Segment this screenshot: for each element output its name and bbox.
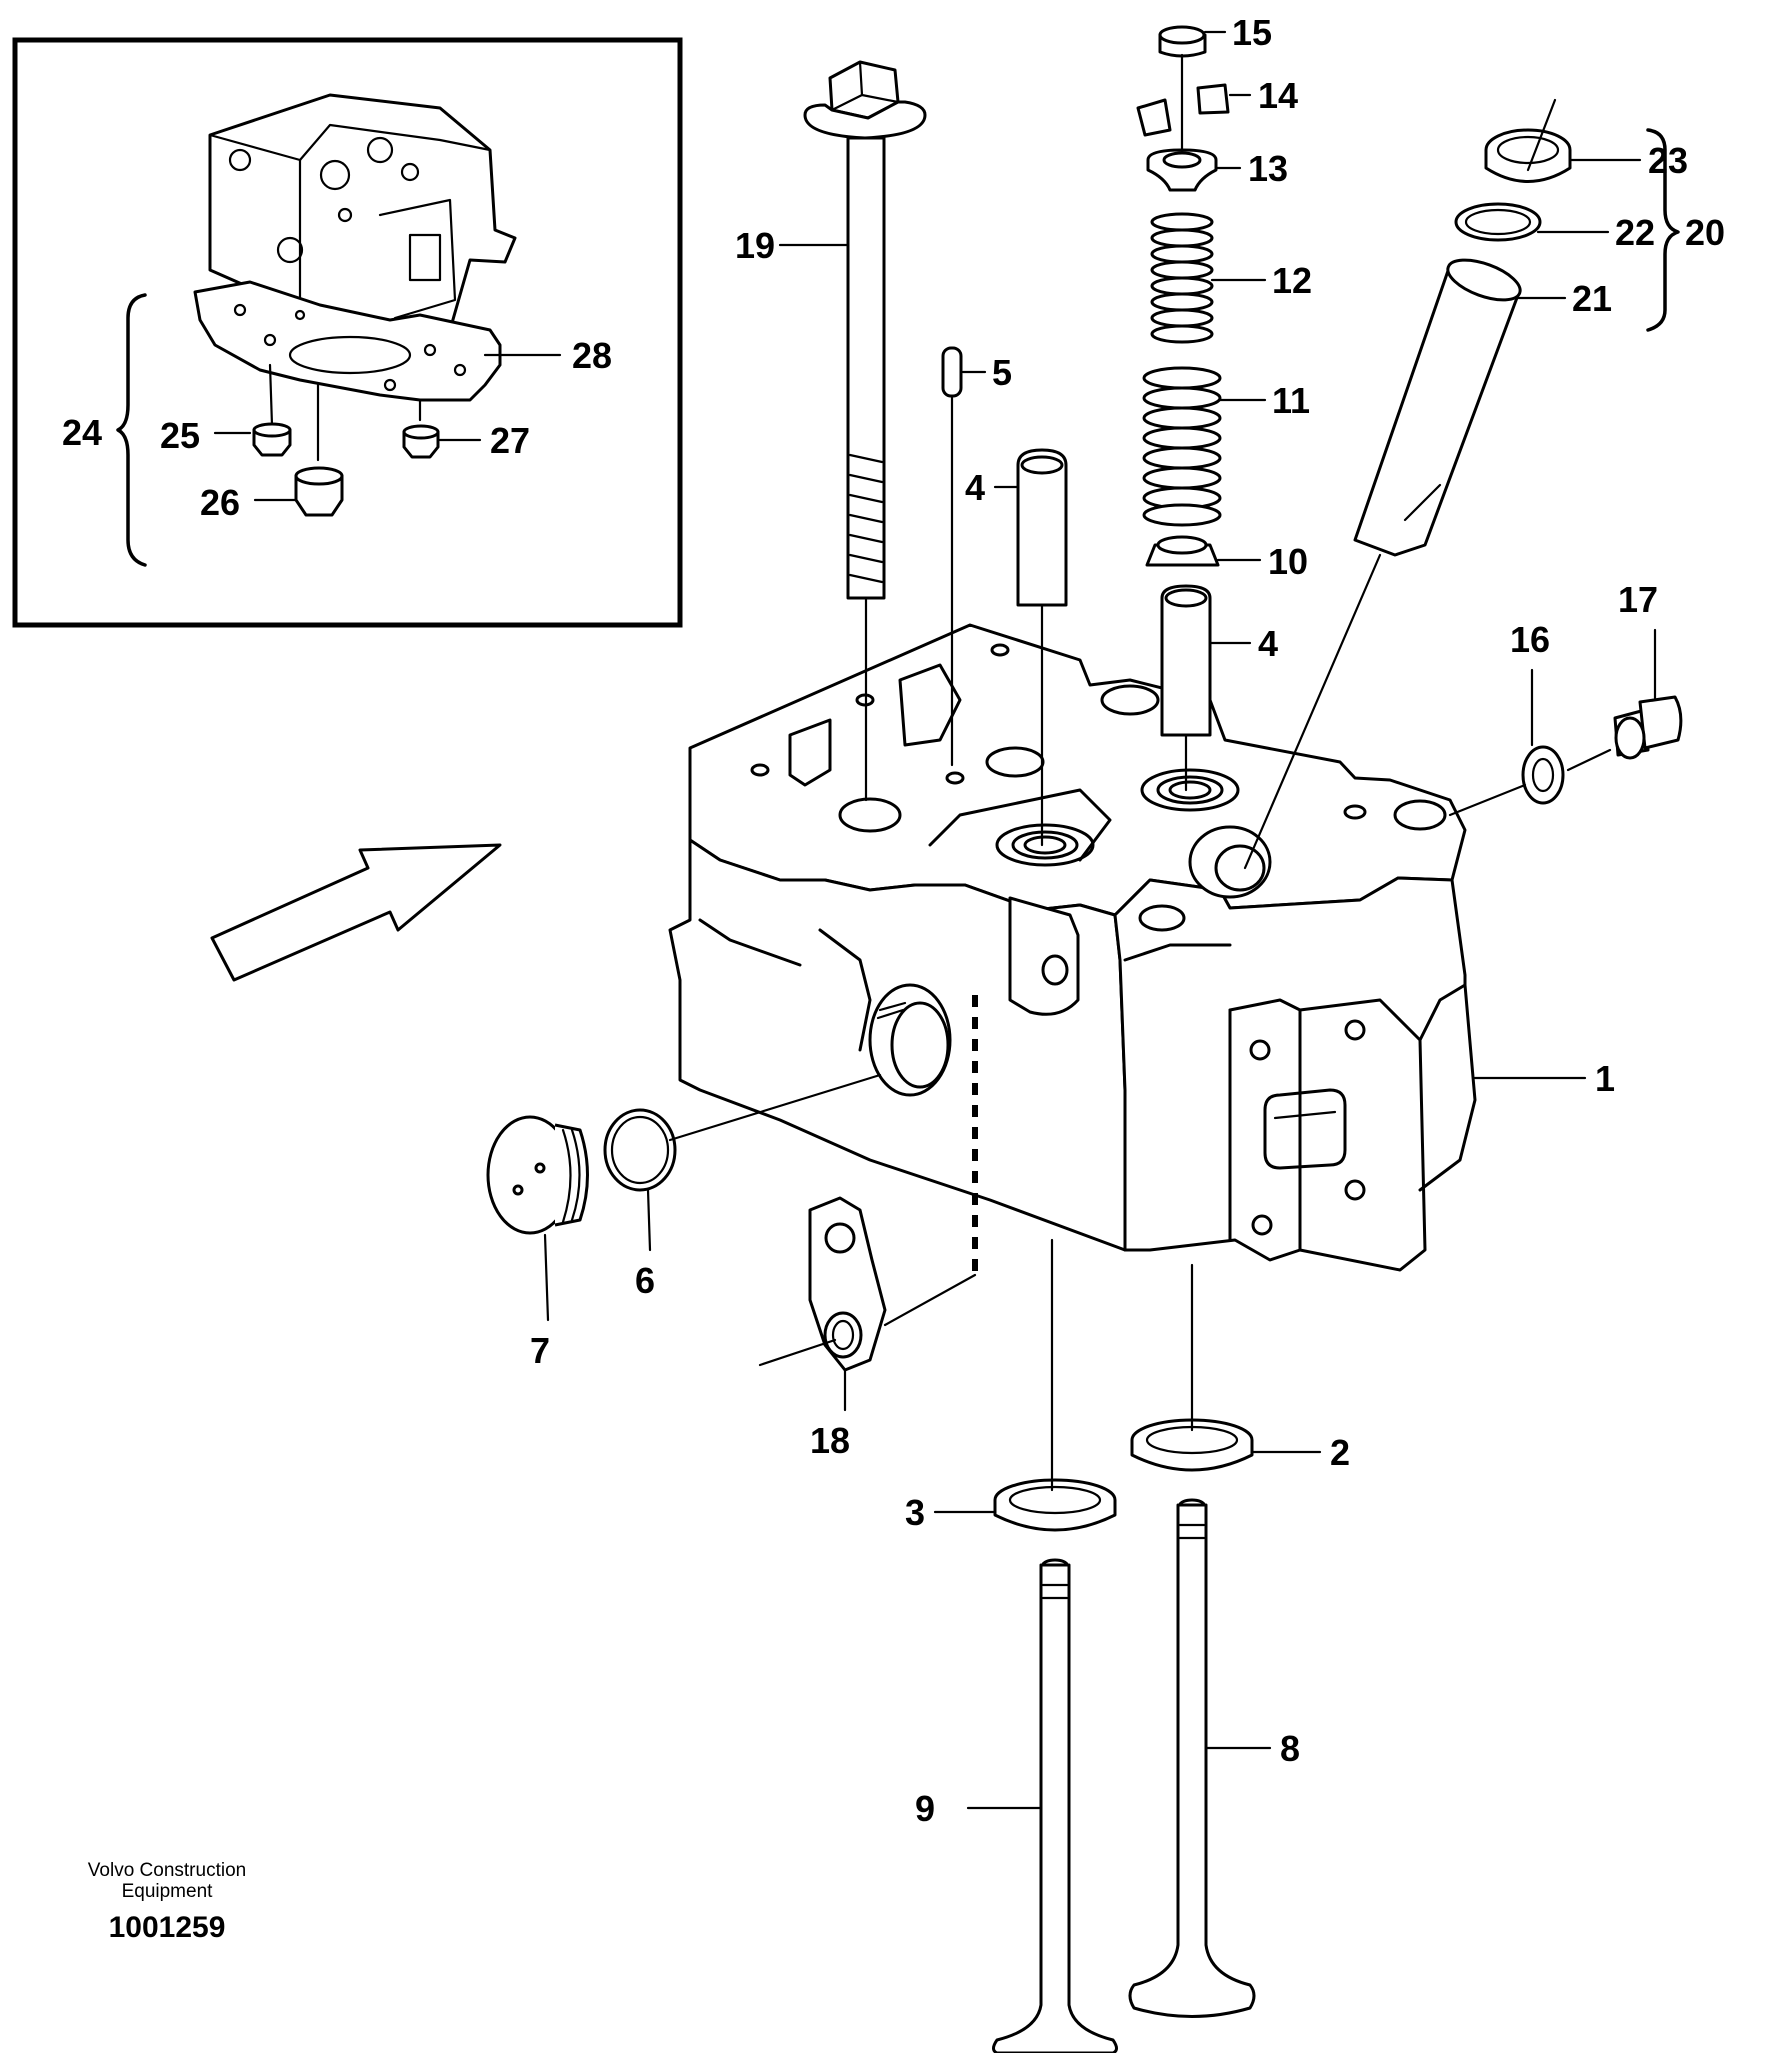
cylinder-head-drawing [668,623,1477,1275]
callout-11: 11 [1272,380,1310,421]
callout-27: 27 [490,420,530,461]
callout-7: 7 [530,1330,550,1371]
washer-16-drawing [1521,745,1565,805]
valve-seat-ring-2-drawing [1130,1418,1254,1472]
valve-spring-12-drawing [1150,212,1214,344]
callout-22: 22 [1615,212,1655,253]
grommet-27-drawing [402,424,440,459]
valve-seat-ring-3-drawing [993,1478,1117,1532]
valve-9-drawing [992,1558,1118,2053]
callout-20: 20 [1685,212,1725,253]
spring-retainer-13-drawing [1146,148,1218,192]
callout-5: 5 [992,352,1012,393]
callout-21: 21 [1572,278,1612,319]
document-number: 1001259 [109,1911,226,1944]
brace-24 [116,293,147,567]
callout-6: 6 [635,1260,655,1301]
inset-gasket-kit: 28 24 25 26 27 [12,37,683,628]
callout-8: 8 [1280,1728,1300,1769]
callout-13: 13 [1248,148,1288,189]
seal-ring-23-drawing [1484,128,1572,183]
brace-20 [1646,128,1680,332]
valve-spring-11-drawing [1142,366,1222,527]
callout-3: 3 [905,1492,925,1533]
callout-19: 19 [735,225,775,266]
brand-line-1: Volvo Construction [88,1860,246,1881]
callout-14: 14 [1258,75,1298,116]
callout-4-left: 4 [965,467,985,508]
callout-16: 16 [1510,619,1550,660]
callout-17: 17 [1618,579,1658,620]
valve-8-drawing [1128,1498,1256,2018]
valve-guide-4-left-drawing [1016,448,1068,847]
callout-10: 10 [1268,541,1308,582]
injector-sleeve-21-drawing [1243,258,1522,870]
callout-12: 12 [1272,260,1312,301]
callout-15: 15 [1232,12,1272,53]
callout-4-right: 4 [1258,623,1278,664]
callout-23: 23 [1648,140,1688,181]
callout-28: 28 [572,335,612,376]
bolt-19-drawing [803,60,927,802]
callout-1: 1 [1595,1058,1615,1099]
o-ring-6-drawing [603,1108,677,1192]
valve-stem-seal-10-drawing [1145,535,1220,567]
o-ring-22-drawing [1454,202,1542,242]
callout-2: 2 [1330,1432,1350,1473]
plug-7-drawing [486,1115,589,1235]
bracket-18-drawing [808,1196,887,1372]
valve-collets-14-drawing [1136,83,1230,137]
valve-guide-4-right-drawing [1160,584,1212,792]
direction-arrow [210,843,502,982]
callout-18: 18 [810,1420,850,1461]
plug-17-drawing [1613,695,1683,760]
callout-9: 9 [915,1788,935,1829]
valve-keeper-cap-15-drawing [1158,25,1207,58]
pin-5-drawing [941,346,963,767]
brand-line-2: Equipment [122,1881,214,1902]
grommet-25-drawing [252,422,292,457]
inset-head-drawing [208,93,517,337]
callout-24: 24 [62,412,102,453]
callout-26: 26 [200,482,240,523]
callout-25: 25 [160,415,200,456]
grommet-26-drawing [294,466,344,517]
